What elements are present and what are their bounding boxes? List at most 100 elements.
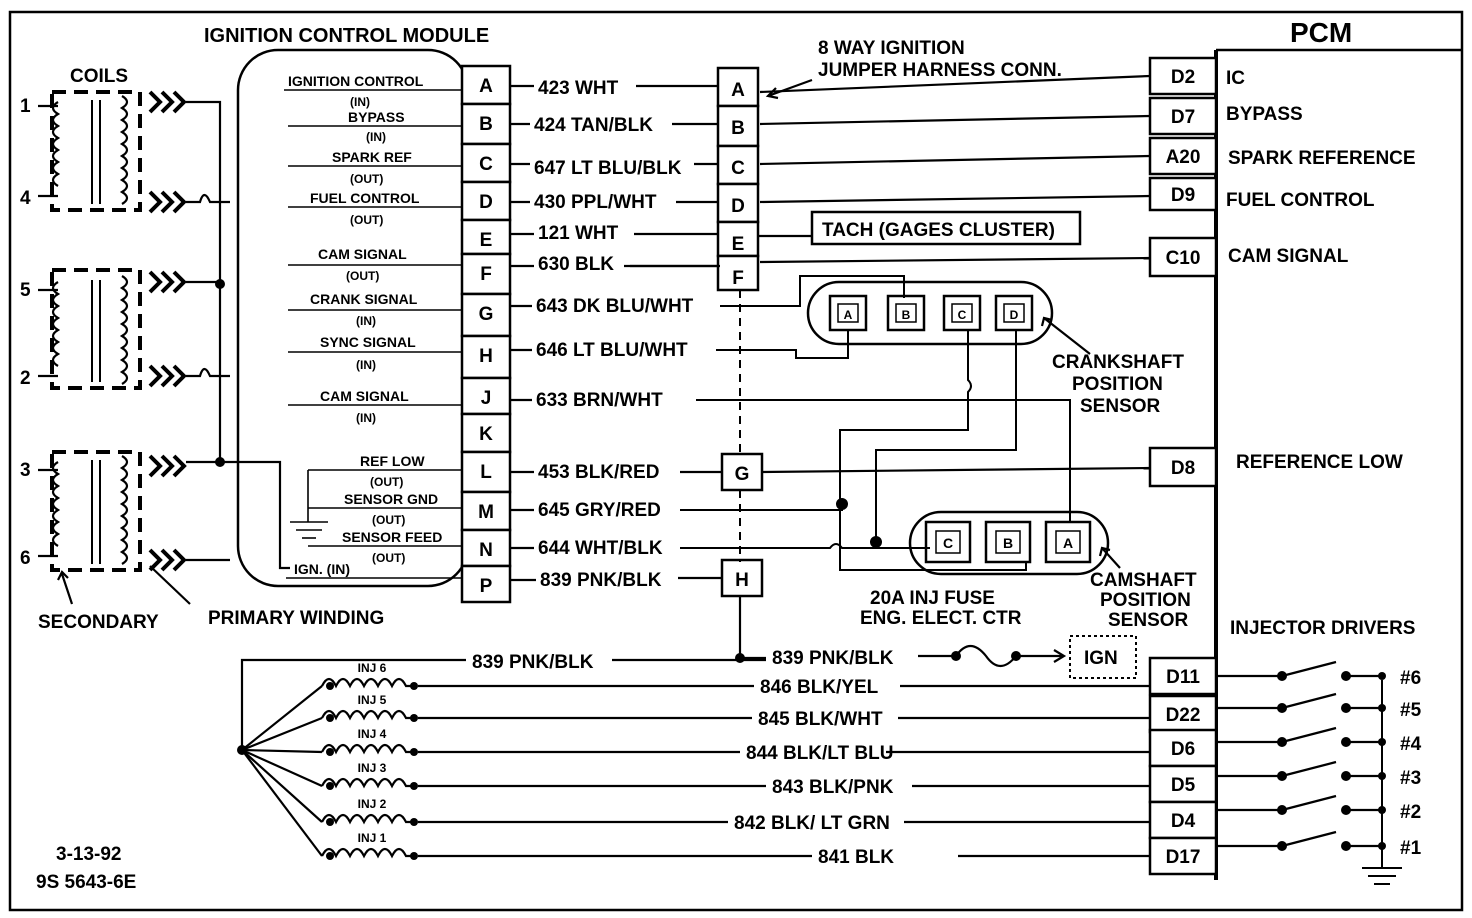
pcm-pin-d22: D22 xyxy=(1166,705,1201,726)
icm-dir-m: (OUT) xyxy=(372,513,405,527)
icm-signal-c: SPARK REF xyxy=(332,149,412,165)
injector-drivers-label: INJECTOR DRIVERS xyxy=(1230,618,1415,639)
coil-number-2: 2 xyxy=(20,368,31,389)
pcm-signal-bypass: BYPASS xyxy=(1226,104,1303,125)
driver-switch-4 xyxy=(1281,794,1337,812)
wire-644: 644 WHT/BLK xyxy=(538,538,663,559)
wire-643: 643 DK BLU/WHT xyxy=(536,296,694,317)
pcm-pin-box-9 xyxy=(1148,764,1218,804)
driver-switch-1 xyxy=(1281,692,1337,710)
wire-645: 645 GRY/RED xyxy=(538,500,661,521)
inj-feed-branch-0 xyxy=(241,685,323,751)
fuse-label-2: ENG. ELECT. CTR xyxy=(860,608,1022,629)
jumper-pin-d: D xyxy=(731,196,745,217)
wire-121: 121 WHT xyxy=(538,223,619,244)
inj-label-1: INJ 5 xyxy=(358,693,387,707)
inj-node-a-4 xyxy=(326,818,334,826)
icm-internal-lines xyxy=(284,89,462,579)
icm-pin-l: L xyxy=(480,462,492,483)
fuse-symbol xyxy=(918,644,1067,668)
jumper-pin-box-6 xyxy=(720,452,764,492)
icm-signal-a: IGNITION CONTROL xyxy=(288,73,424,89)
icm-pin-box-e xyxy=(460,218,512,256)
icm-dir-j: (IN) xyxy=(356,411,376,425)
driver-switch-2 xyxy=(1281,726,1337,744)
crank-arrow xyxy=(1040,316,1091,355)
coil-pack-3-6 xyxy=(38,450,142,572)
pcm-pin-a20: A20 xyxy=(1166,147,1201,168)
spark-chevrons xyxy=(148,90,187,572)
inj-feed-branch-3 xyxy=(241,748,323,788)
icm-pin-box-g xyxy=(460,292,512,338)
driver-number-0: #6 xyxy=(1400,668,1421,689)
cam-label-2: POSITION xyxy=(1100,590,1191,611)
jumper-pin-e: E xyxy=(732,234,745,255)
inj-coil-0 xyxy=(321,677,414,689)
pcm-signal-ic: IC xyxy=(1226,68,1245,89)
jumper-pin-f: F xyxy=(732,268,744,289)
ground-symbol xyxy=(1362,680,1402,885)
inj-wire-label-4: 842 BLK/ LT GRN xyxy=(734,813,890,834)
tach-box xyxy=(810,210,1082,246)
driver-number-1: #5 xyxy=(1400,700,1422,721)
pcm-pin-box-1 xyxy=(1148,96,1218,136)
wire-453: 453 BLK/RED xyxy=(538,462,659,483)
icm-pin-n: N xyxy=(479,540,493,561)
inj-label-0: INJ 6 xyxy=(358,661,387,675)
wire-630: 630 BLK xyxy=(538,254,614,275)
jumper-pin-box-0 xyxy=(716,66,760,108)
icm-pin-p: P xyxy=(480,576,493,597)
pcm-pin-d8: D8 xyxy=(1171,458,1195,479)
wire-424: 424 TAN/BLK xyxy=(534,115,653,136)
inj-label-5: INJ 1 xyxy=(358,831,387,845)
cam-pin-box-0 xyxy=(924,520,972,564)
driver-switch-0 xyxy=(1281,660,1337,678)
icm-dir-l: (OUT) xyxy=(370,475,403,489)
pcm-title: PCM xyxy=(1290,17,1352,48)
inj-node-a-3 xyxy=(326,782,334,790)
icm-pin-box-p xyxy=(460,564,512,604)
crank-pin-c: C xyxy=(958,308,967,322)
icm-pin-box-h xyxy=(460,334,512,380)
crank-pin-box-2 xyxy=(942,294,982,332)
cam-pin-box-2 xyxy=(1044,520,1092,564)
injector-driver-switches: #6#5#4#3#2#1 xyxy=(1216,660,1422,859)
icm-signal-b: BYPASS xyxy=(348,109,405,125)
pcm-signal-cam: CAM SIGNAL xyxy=(1228,246,1349,267)
date-code: 3-13-92 xyxy=(56,844,122,865)
coils-label: COILS xyxy=(70,66,128,87)
inj-node-b-5 xyxy=(410,852,418,860)
crank-pin-inner-3 xyxy=(1003,303,1025,323)
fuse-label-1: 20A INJ FUSE xyxy=(870,588,995,609)
jumper-arrow xyxy=(765,78,813,100)
jumper-pin-box-5 xyxy=(716,254,760,292)
jumper-pin-box-7 xyxy=(720,558,764,598)
icm-dir-a: (IN) xyxy=(350,95,370,109)
crank-pin-inner-2 xyxy=(951,303,973,323)
inj-node-b-4 xyxy=(410,818,418,826)
crank-pin-inner-1 xyxy=(895,303,917,323)
coil-number-4: 4 xyxy=(20,188,31,209)
coil-number-6: 6 xyxy=(20,548,31,569)
icm-pin-a: A xyxy=(479,76,493,97)
cam-pin-b: B xyxy=(1003,535,1013,551)
crank-pin-b: B xyxy=(902,308,911,322)
jumper-label-2: JUMPER HARNESS CONN. xyxy=(818,60,1062,81)
crank-pin-inner-0 xyxy=(837,303,859,323)
icm-signal-h: SYNC SIGNAL xyxy=(320,334,416,350)
icm-pin-m: M xyxy=(478,502,494,523)
secondary-arrow xyxy=(57,570,74,605)
icm-signal-j: CAM SIGNAL xyxy=(320,388,409,404)
crank-sensor-wiring xyxy=(696,275,1071,571)
icm-pin-b: B xyxy=(479,114,493,135)
inj-feed-left: 839 PNK/BLK xyxy=(472,652,594,673)
pcm-pin-box-10 xyxy=(1148,800,1218,840)
inj-coil-1 xyxy=(321,709,414,721)
inj-coil-2 xyxy=(321,743,414,755)
driver-number-3: #3 xyxy=(1400,768,1421,789)
coil-pack-1-4 xyxy=(38,90,142,212)
